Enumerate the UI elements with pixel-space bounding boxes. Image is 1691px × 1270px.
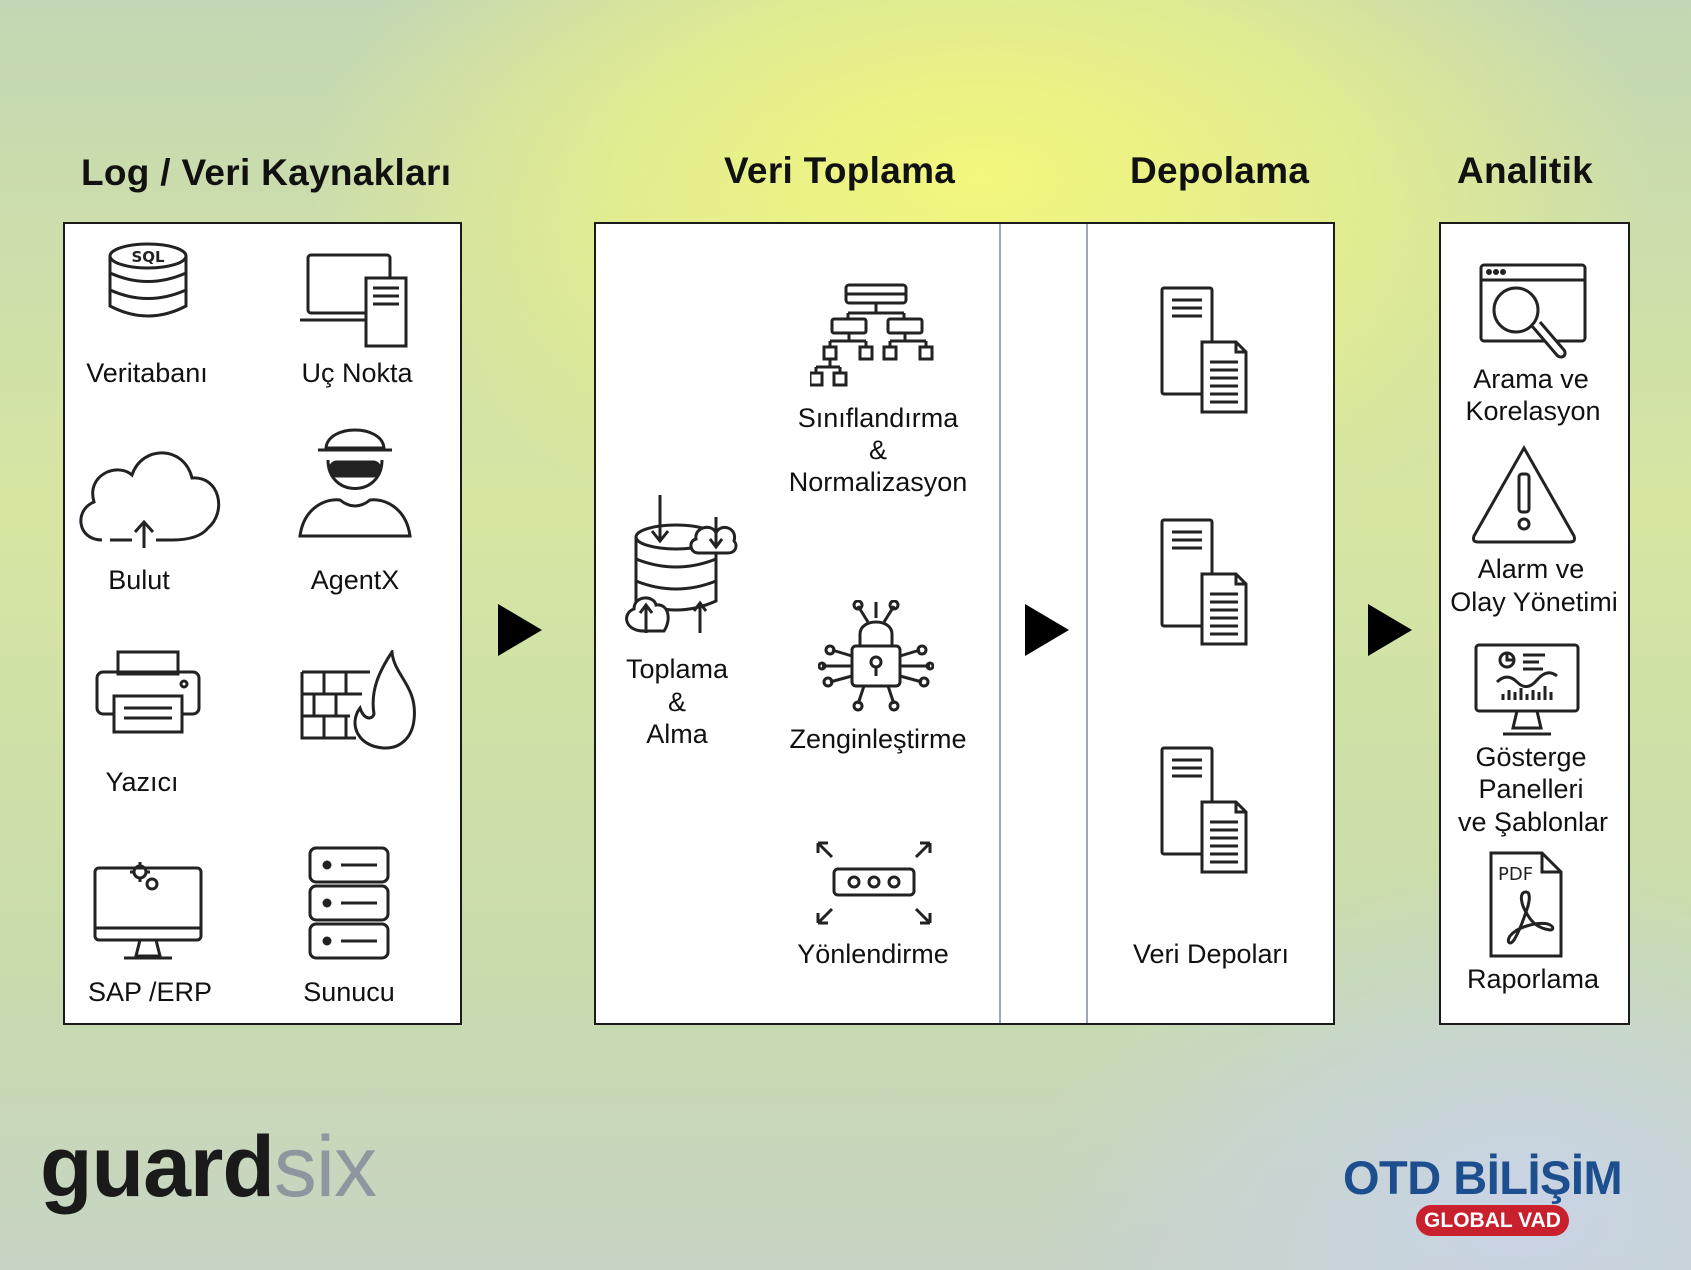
cloud-upload-icon xyxy=(72,440,224,548)
dashboard-monitor-icon xyxy=(1473,642,1581,738)
lock-network-icon xyxy=(818,600,934,712)
guardsix-logo-dark: guard xyxy=(40,1119,275,1215)
guardsix-logo: guardsix xyxy=(40,1118,377,1217)
analytics-panel xyxy=(1439,222,1630,1025)
sources-panel xyxy=(63,222,462,1025)
storage-label: Veri Depoları xyxy=(1132,939,1290,969)
server-document-icon xyxy=(1158,518,1250,646)
firewall-icon xyxy=(300,650,418,750)
flow-arrow-1 xyxy=(498,604,542,656)
source-label-cloud: Bulut xyxy=(108,565,170,595)
routing-arrows-icon xyxy=(812,837,936,929)
analytics-label-alarm-2: Olay Yönetimi xyxy=(1450,587,1618,617)
warning-triangle-icon xyxy=(1470,444,1578,546)
masked-agent-icon xyxy=(296,420,414,540)
analytics-label-dashboard-3: ve Şablonlar xyxy=(1457,807,1609,837)
search-window-icon xyxy=(1478,262,1588,366)
classify-label-2: & xyxy=(868,435,888,465)
ingest-label-1: Toplama xyxy=(625,654,729,684)
ingest-label-3: Alma xyxy=(646,719,708,749)
analytics-label-dashboard-2: Panelleri xyxy=(1478,774,1584,804)
monitor-gears-icon xyxy=(92,860,204,964)
database-cloud-sync-icon xyxy=(620,495,738,635)
server-document-icon xyxy=(1158,286,1250,414)
ingest-label-2: & xyxy=(667,687,687,717)
analytics-label-alarm-1: Alarm ve xyxy=(1477,554,1585,584)
classify-label-3: Normalizasyon xyxy=(788,467,968,497)
analytics-label-search-1: Arama ve xyxy=(1473,364,1589,394)
flow-arrow-2 xyxy=(1025,604,1069,656)
server-document-icon xyxy=(1158,746,1250,874)
svg-text:PDF: PDF xyxy=(1498,864,1533,885)
source-label-database: Veritabanı xyxy=(86,358,208,388)
hierarchy-icon xyxy=(810,283,934,389)
otd-bilisim-logo: OTD BİLİŞİM xyxy=(1343,1151,1623,1204)
source-label-agentx: AgentX xyxy=(310,565,400,595)
svg-text:SQL: SQL xyxy=(131,248,165,266)
route-label: Yönlendirme xyxy=(797,939,949,969)
analytics-label-report: Raporlama xyxy=(1466,964,1600,994)
classify-label-1: Sınıflandırma xyxy=(797,403,959,433)
collection-title: Veri Toplama xyxy=(724,150,956,191)
source-label-printer: Yazıcı xyxy=(105,767,179,797)
analytics-title: Analitik xyxy=(1457,150,1594,191)
flow-arrow-3 xyxy=(1368,604,1412,656)
source-label-server: Sunucu xyxy=(303,977,395,1007)
laptop-server-icon xyxy=(300,252,410,348)
divider-storage xyxy=(1086,224,1088,1023)
analytics-label-dashboard-1: Gösterge xyxy=(1475,742,1587,772)
pdf-document-icon: PDF xyxy=(1488,850,1564,960)
server-rack-icon xyxy=(307,845,391,961)
enrich-label: Zenginleştirme xyxy=(789,724,967,754)
source-label-sap-erp: SAP /ERP xyxy=(87,977,213,1007)
analytics-label-search-2: Korelasyon xyxy=(1465,396,1601,426)
divider-collection xyxy=(999,224,1001,1023)
printer-icon xyxy=(94,650,202,736)
source-label-endpoint: Uç Nokta xyxy=(301,358,413,388)
storage-title: Depolama xyxy=(1130,150,1310,191)
sources-title: Log / Veri Kaynakları xyxy=(81,152,452,193)
guardsix-logo-light: six xyxy=(273,1119,377,1215)
global-vad-badge: GLOBAL VAD xyxy=(1416,1205,1569,1236)
database-sql-icon: SQL xyxy=(105,240,191,326)
